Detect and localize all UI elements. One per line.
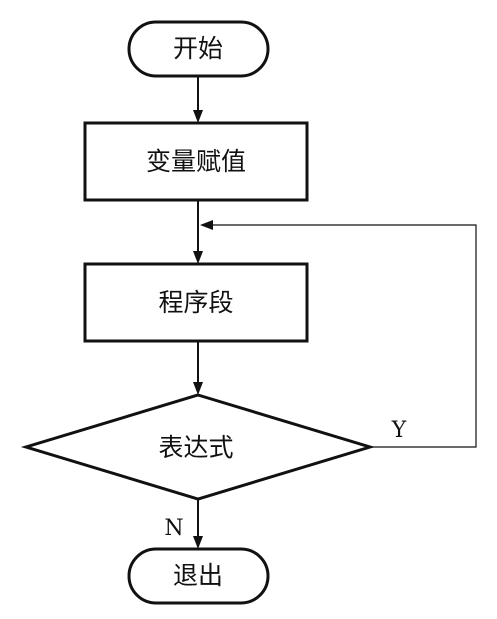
arrow-segment-to-condition	[193, 341, 203, 395]
yes-loop-arrow	[200, 220, 477, 448]
exit-label: 退出	[173, 561, 223, 590]
no-branch-label: N	[164, 516, 183, 541]
assign-label: 变量赋值	[146, 147, 246, 176]
condition-label: 表达式	[158, 433, 233, 462]
arrowhead-left	[200, 220, 213, 230]
arrowhead-down	[193, 382, 203, 395]
arrow-assign-to-segment	[193, 200, 203, 264]
arrowhead-down	[193, 251, 203, 264]
segment-process-box	[83, 262, 309, 343]
segment-label: 程序段	[158, 288, 233, 317]
segment-node: 程序段	[83, 262, 309, 343]
arrow-start-to-assign	[193, 76, 203, 123]
assign-process-box	[83, 121, 309, 202]
condition-node: 表达式	[20, 393, 376, 501]
arrow-condition-to-exit	[193, 499, 203, 549]
loop-back-line	[213, 224, 477, 448]
yes-branch-label: Y	[391, 418, 407, 443]
arrowhead-down	[193, 110, 203, 123]
start-label: 开始	[173, 34, 223, 63]
exit-node: 退出	[127, 547, 270, 605]
start-node: 开始	[127, 20, 270, 78]
arrowhead-down	[193, 536, 203, 549]
exit-terminal-shape	[127, 547, 270, 605]
assign-node: 变量赋值	[83, 121, 309, 202]
